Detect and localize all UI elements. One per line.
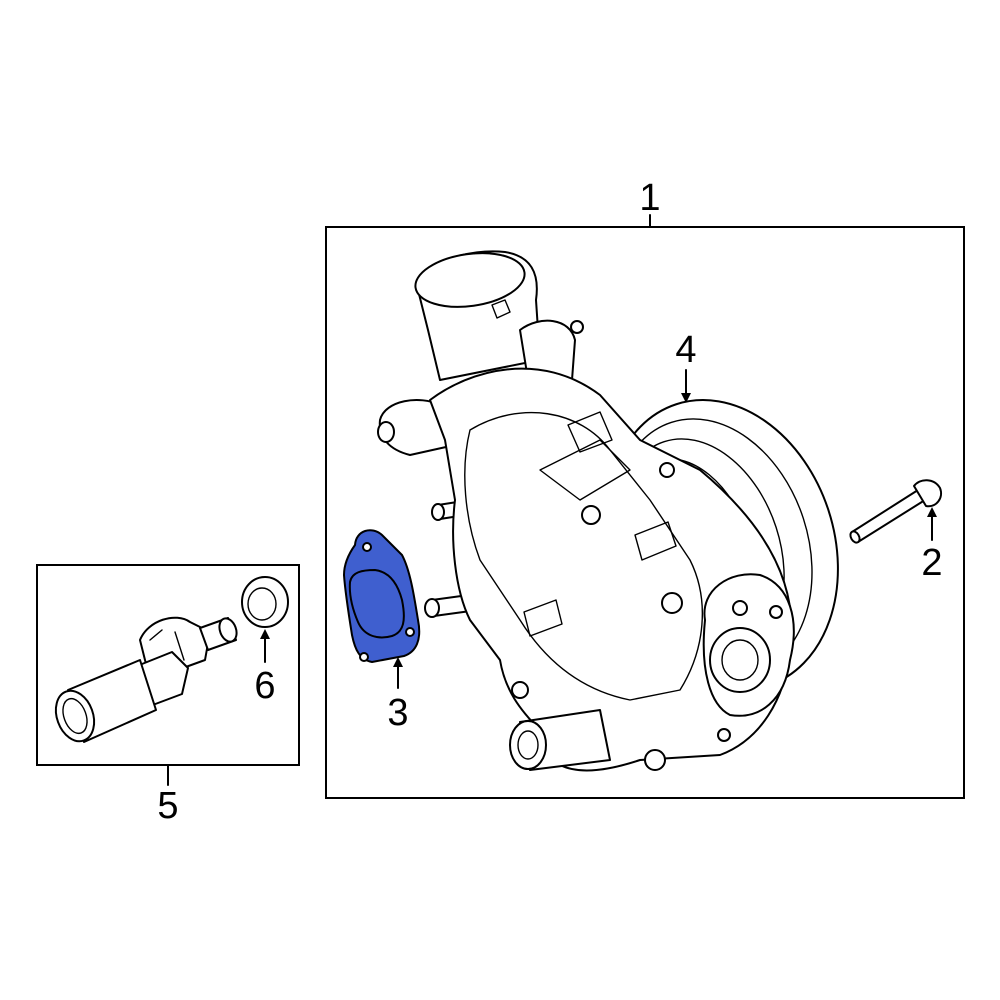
bolt-part-2[interactable] (849, 479, 942, 544)
callout-4[interactable]: 4 (675, 329, 696, 371)
callout-6[interactable]: 6 (254, 665, 275, 707)
seal-ring-part-6[interactable] (241, 576, 289, 628)
callout-1[interactable]: 1 (639, 177, 660, 219)
thermostat-part-5[interactable] (49, 616, 239, 747)
callout-3[interactable]: 3 (387, 692, 408, 734)
gasket-inner-opening (348, 568, 405, 639)
callout-5[interactable]: 5 (157, 785, 178, 827)
assembly-frame-1 (325, 226, 965, 799)
gasket-part-3[interactable] (343, 529, 421, 663)
water-pump-housing-part-1[interactable] (377, 247, 795, 772)
callout-2[interactable]: 2 (921, 542, 942, 584)
